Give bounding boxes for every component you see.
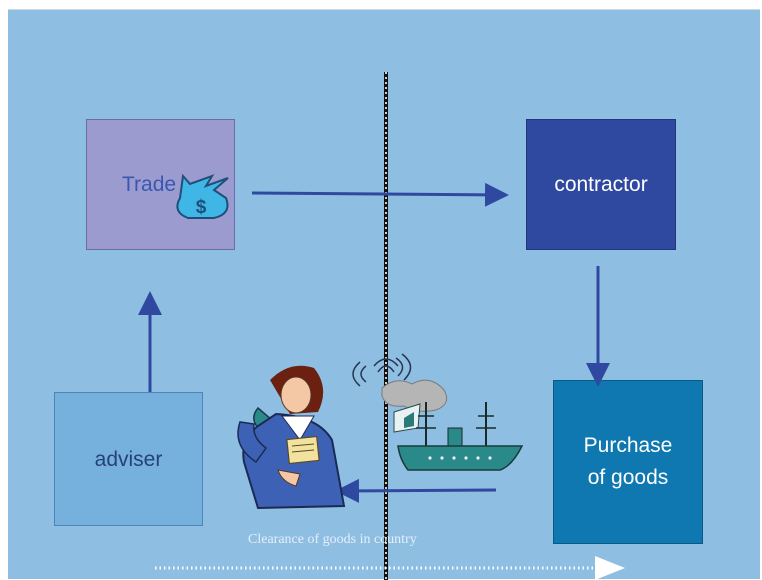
- adviser-node: adviser: [54, 392, 203, 526]
- woman-on-phone-icon: [237, 365, 346, 510]
- arrow-purchase-to-adviser: [335, 478, 497, 503]
- svg-text:$: $: [196, 197, 207, 218]
- contractor-label: contractor: [554, 173, 648, 196]
- adviser-label: adviser: [94, 447, 163, 471]
- purchase-node: Purchase of goods: [553, 380, 703, 544]
- trade-label: Trade: [122, 173, 177, 196]
- phone-signal-icon: [352, 353, 412, 387]
- purchase-label: Purchase of goods: [583, 434, 673, 489]
- arrow-trade-to-contractor: [251, 182, 509, 207]
- money-bag-icon: $: [176, 173, 229, 219]
- clearance-caption: Clearance of goods in country: [248, 532, 417, 547]
- contractor-node: contractor: [526, 119, 676, 250]
- ship-icon: [381, 379, 524, 471]
